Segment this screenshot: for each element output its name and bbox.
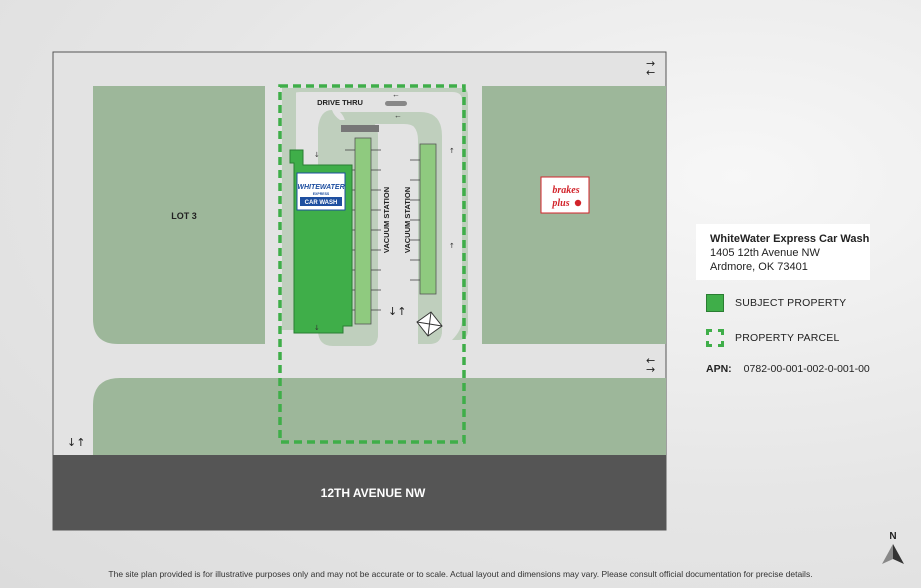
vacuum-canopy-left <box>354 137 372 325</box>
disclaimer-text: The site plan provided is for illustrati… <box>108 569 813 579</box>
svg-text:↓: ↓ <box>314 324 320 332</box>
road-label: 12TH AVENUE NW <box>321 486 426 500</box>
svg-text:↓: ↓ <box>314 151 320 159</box>
legend-property-parcel: PROPERTY PARCEL <box>706 328 840 348</box>
one-way-arrow-icon: ↓ ↓ ↑ ↑ <box>314 147 455 332</box>
two-way-arrow-horizontal-icon: →← ←→ <box>646 57 655 376</box>
vacuum-canopy-right <box>419 143 437 295</box>
drive-thru-label: DRIVE THRU <box>317 98 363 107</box>
brakes-plus-logo: brakes plus <box>540 176 590 214</box>
whitewater-logo: WHITEWATER EXPRESS CAR WASH <box>296 172 346 211</box>
hatched-barrier <box>341 125 379 132</box>
north-arrow-icon <box>882 544 904 564</box>
drive-thru-window <box>385 101 407 106</box>
svg-text:←: ← <box>392 90 400 99</box>
whitewater-logo-line3: CAR WASH <box>305 200 338 206</box>
road-12th-avenue <box>53 455 666 530</box>
legend-property-parcel-label: PROPERTY PARCEL <box>735 332 840 344</box>
vacuum-stall-lines <box>345 149 420 311</box>
vacuum-canopy-icon <box>416 311 443 337</box>
north-indicator: N <box>880 531 906 570</box>
property-address-line1: 1405 12th Avenue NW <box>710 247 820 259</box>
lot-3-area <box>93 86 265 344</box>
vacuum-station-label-right: VACUUM STATION <box>403 187 412 253</box>
vacuum-station-label-left: VACUUM STATION <box>382 187 391 253</box>
apn-value: 0782-00-001-002-0-001-00 <box>743 363 870 375</box>
svg-text:→: → <box>646 363 655 376</box>
apn-label: APN: <box>706 363 732 375</box>
svg-text:←: ← <box>646 354 655 367</box>
svg-text:↓↑: ↓↑ <box>67 436 85 449</box>
frontage-strip <box>93 378 666 455</box>
two-way-arrow-icon: ↓↑ ↓↑ <box>67 305 406 449</box>
svg-text:↓↑: ↓↑ <box>388 305 406 318</box>
svg-text:←: ← <box>394 111 402 120</box>
property-parcel-swatch <box>706 329 724 347</box>
property-name: WhiteWater Express Car Wash <box>710 233 870 245</box>
apn-row: APN: 0782-00-001-002-0-001-00 <box>706 359 870 379</box>
property-info-card: WhiteWater Express Car Wash 1405 12th Av… <box>696 224 870 280</box>
drive-thru-arrow-icon: ← ← <box>392 90 402 120</box>
neighbor-lot-area <box>482 86 666 344</box>
subject-property-swatch <box>706 294 724 312</box>
whitewater-logo-line1: WHITEWATER <box>297 184 344 191</box>
property-parcel-boundary <box>278 84 466 444</box>
lot-3-label: LOT 3 <box>171 211 197 221</box>
drive-thru-lane-left <box>282 88 296 330</box>
svg-text:←: ← <box>646 66 655 79</box>
legend-subject-property: SUBJECT PROPERTY <box>706 293 846 313</box>
brakes-plus-line2: plus <box>551 198 569 209</box>
legend-subject-property-label: SUBJECT PROPERTY <box>735 297 847 309</box>
svg-text:→: → <box>646 57 655 70</box>
svg-text:↑: ↑ <box>449 242 455 250</box>
whitewater-logo-line2: EXPRESS <box>313 192 330 196</box>
north-label: N <box>889 531 897 542</box>
svg-text:↑: ↑ <box>449 147 455 155</box>
brakes-plus-line1: brakes <box>552 185 579 196</box>
property-address-line2: Ardmore, OK 73401 <box>710 261 808 273</box>
